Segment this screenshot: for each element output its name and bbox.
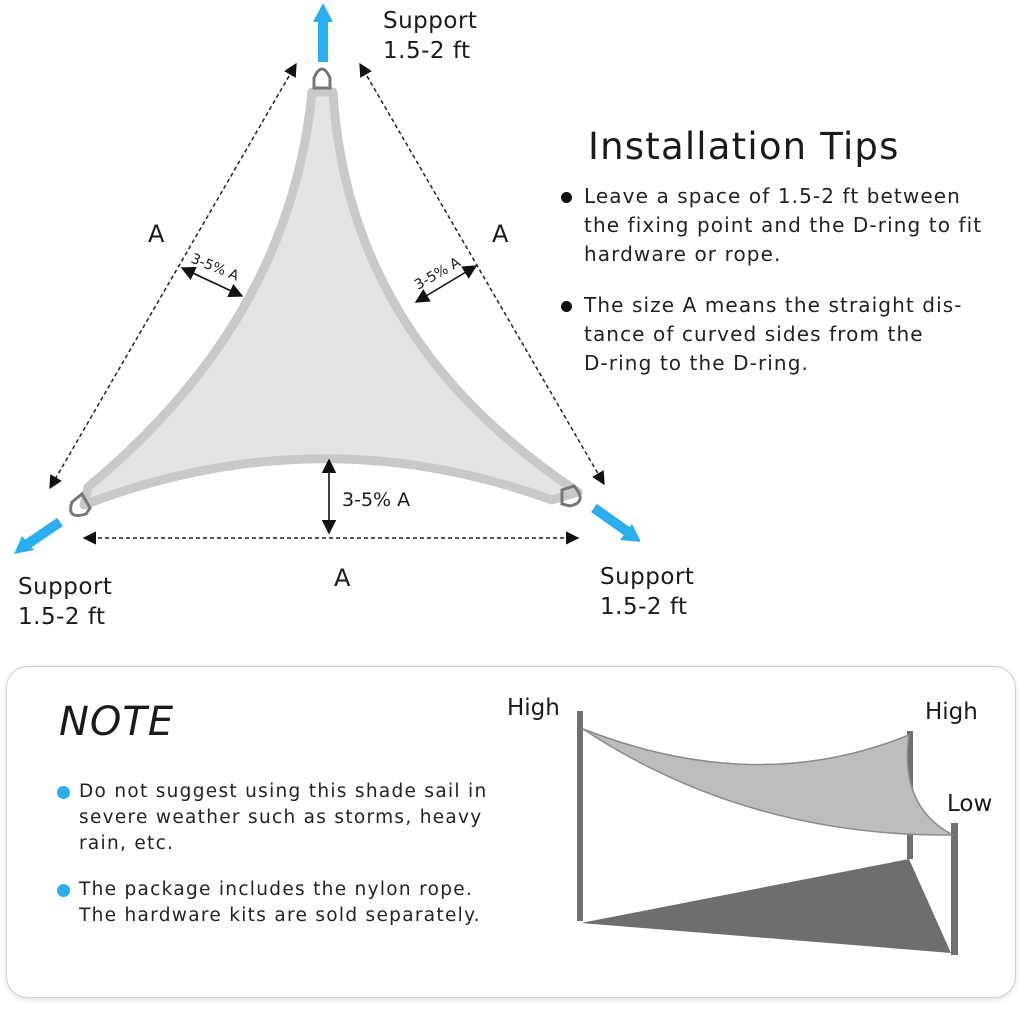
pole-back-left xyxy=(577,711,583,921)
support-label-right: Support 1.5-2 ft xyxy=(600,562,694,622)
tip-line: Leave a space of 1.5-2 ft between xyxy=(584,184,961,208)
tip-line: The size A means the straight dis- xyxy=(584,293,963,317)
sail-slope-svg xyxy=(577,711,958,955)
height-label-high-right: High xyxy=(925,699,978,725)
sail-canopy xyxy=(582,728,954,836)
bullet-icon xyxy=(57,786,70,799)
support-title: Support xyxy=(18,574,113,600)
sail-shadow xyxy=(581,859,951,953)
support-distance: 1.5-2 ft xyxy=(18,604,106,630)
note-panel: NOTE Do not suggest using this shade sai… xyxy=(6,666,1016,998)
tip-item: The size A means the straight dis- tance… xyxy=(560,291,1000,378)
note-line: severe weather such as storms, heavy xyxy=(79,807,483,828)
note-line: Do not suggest using this shade sail in xyxy=(79,781,488,802)
sail-slope-sketch: High High Low xyxy=(497,689,1007,989)
dimension-line-right-side xyxy=(359,62,605,486)
support-distance: 1.5-2 ft xyxy=(600,594,688,620)
support-distance: 1.5-2 ft xyxy=(383,38,471,64)
support-label-top: Support 1.5-2 ft xyxy=(383,6,477,66)
support-arrow-icon-top xyxy=(313,3,333,62)
triangle-sail xyxy=(79,87,583,510)
note-title: NOTE xyxy=(59,699,175,745)
d-ring-icon-right xyxy=(560,484,582,508)
d-ring-icon-left xyxy=(69,491,92,517)
d-ring-icon-top xyxy=(312,67,332,90)
height-label-low: Low xyxy=(947,791,993,817)
note-item: Do not suggest using this shade sail in … xyxy=(57,779,549,857)
support-title: Support xyxy=(383,8,478,34)
curve-label-right: 3-5% A xyxy=(412,254,464,293)
note-line: rain, etc. xyxy=(79,833,175,854)
bullet-icon xyxy=(561,192,572,203)
note-line: The package includes the nylon rope. xyxy=(79,879,474,900)
tips-title: Installation Tips xyxy=(588,125,900,168)
installation-tips: Installation Tips Leave a space of 1.5-2… xyxy=(560,125,1000,400)
triangle-sail-svg: 3-5% A 3-5% A 3-5% A xyxy=(14,3,641,554)
note-line: The hardware kits are sold separately. xyxy=(79,905,481,926)
side-label-right: A xyxy=(492,220,509,248)
height-label-high-left: High xyxy=(507,695,560,721)
curve-label-bottom: 3-5% A xyxy=(342,489,410,511)
curve-depth-arrow-left xyxy=(180,266,244,298)
tip-line: hardware or rope. xyxy=(584,242,782,266)
support-label-left: Support 1.5-2 ft xyxy=(18,572,112,632)
side-label-bottom: A xyxy=(334,564,351,592)
dimension-line-left-side xyxy=(49,62,297,490)
triangle-sail-diagram: 3-5% A 3-5% A 3-5% A A A A Support 1.5-2… xyxy=(0,0,694,650)
curve-depth-arrow-right xyxy=(414,265,478,303)
pole-front-right xyxy=(951,823,958,955)
curve-label-left: 3-5% A xyxy=(189,251,242,285)
bullet-icon xyxy=(561,301,572,312)
tip-line: tance of curved sides from the xyxy=(584,322,924,346)
tip-line: the fixing point and the D-ring to fit xyxy=(584,213,983,237)
bullet-icon xyxy=(57,884,70,897)
tip-item: Leave a space of 1.5-2 ft between the fi… xyxy=(560,182,1000,269)
support-title: Support xyxy=(600,564,695,590)
support-arrow-icon-left xyxy=(14,517,63,554)
side-label-left: A xyxy=(148,220,165,248)
support-arrow-icon-right xyxy=(591,503,641,542)
tip-line: D-ring to the D-ring. xyxy=(584,351,809,375)
note-item: The package includes the nylon rope. The… xyxy=(57,877,549,929)
